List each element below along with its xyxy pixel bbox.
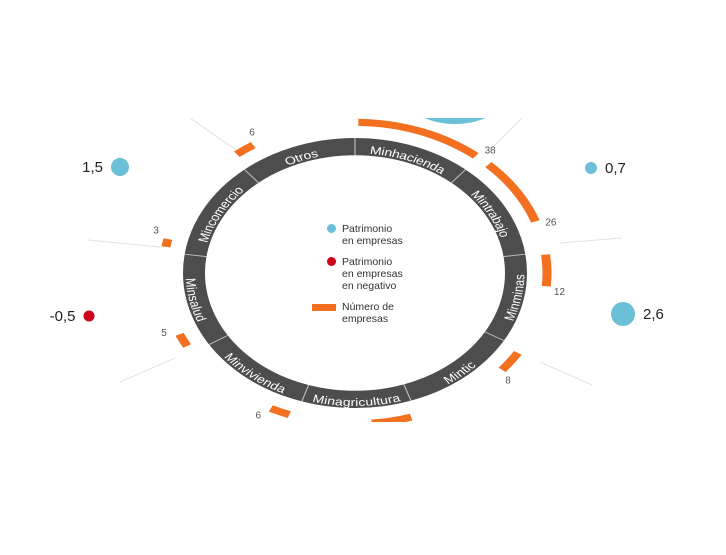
bubble-positive [585, 162, 597, 174]
segment-label-minagricultura: Minagricultura [311, 392, 402, 409]
count-label: 12 [554, 287, 566, 298]
count-bar-mintrabajo [485, 162, 540, 223]
legend-text: en empresas [342, 235, 403, 247]
legend-text: Número de [342, 301, 394, 313]
ring-divider [208, 334, 229, 345]
ring-divider [184, 253, 207, 258]
guide-line [119, 357, 176, 383]
count-bar-minhacienda [358, 118, 479, 159]
ring-divider [243, 169, 260, 184]
bubble-value: 0,7 [605, 160, 626, 177]
large-bubble-partial [424, 118, 486, 124]
bubble-positive [611, 302, 635, 326]
count-bar-minagricultura [371, 413, 413, 422]
legend-text: en empresas [342, 268, 403, 280]
count-label: 3 [153, 226, 159, 237]
count-label: 6 [256, 410, 262, 421]
guide-line [87, 239, 161, 248]
legend-text: Patrimonio [342, 256, 393, 268]
positive-dot-icon [327, 224, 336, 233]
legend-text: Patrimonio [342, 223, 393, 235]
ring-divider [503, 253, 526, 258]
count-label: 8 [505, 376, 511, 387]
ring-divider [484, 331, 505, 341]
bubble-value: 2,6 [643, 306, 664, 323]
bubble-value: 1,5 [82, 159, 103, 176]
ring-divider [301, 384, 310, 402]
count-bar-otros [234, 142, 256, 158]
guide-lines [87, 118, 623, 386]
count-bar-minsalud [175, 332, 192, 348]
legend-text: en negativo [342, 280, 397, 292]
bubble-positive [111, 158, 129, 176]
count-bar-minminas [541, 254, 552, 287]
bubble-value: -0,5 [50, 308, 76, 325]
legend-text: empresas [342, 313, 389, 325]
negative-dot-icon [327, 257, 336, 266]
count-label: 6 [249, 127, 255, 138]
bubble-negative [83, 310, 95, 322]
count-bar-minvivienda [268, 405, 291, 418]
guide-line [489, 118, 523, 151]
guide-line [189, 118, 237, 151]
count-label: 26 [545, 218, 557, 229]
count-label: 5 [161, 328, 167, 339]
guide-line [559, 237, 623, 244]
count-label: 38 [485, 145, 497, 156]
ring-divider [450, 169, 467, 184]
segment-label-minvivienda: Minvivienda [221, 351, 288, 396]
ring-divider [403, 384, 412, 401]
count-bar-mincomercio [161, 238, 173, 248]
guide-line [539, 361, 593, 386]
count-bar-mintic [498, 350, 522, 373]
bar-icon [312, 304, 336, 311]
